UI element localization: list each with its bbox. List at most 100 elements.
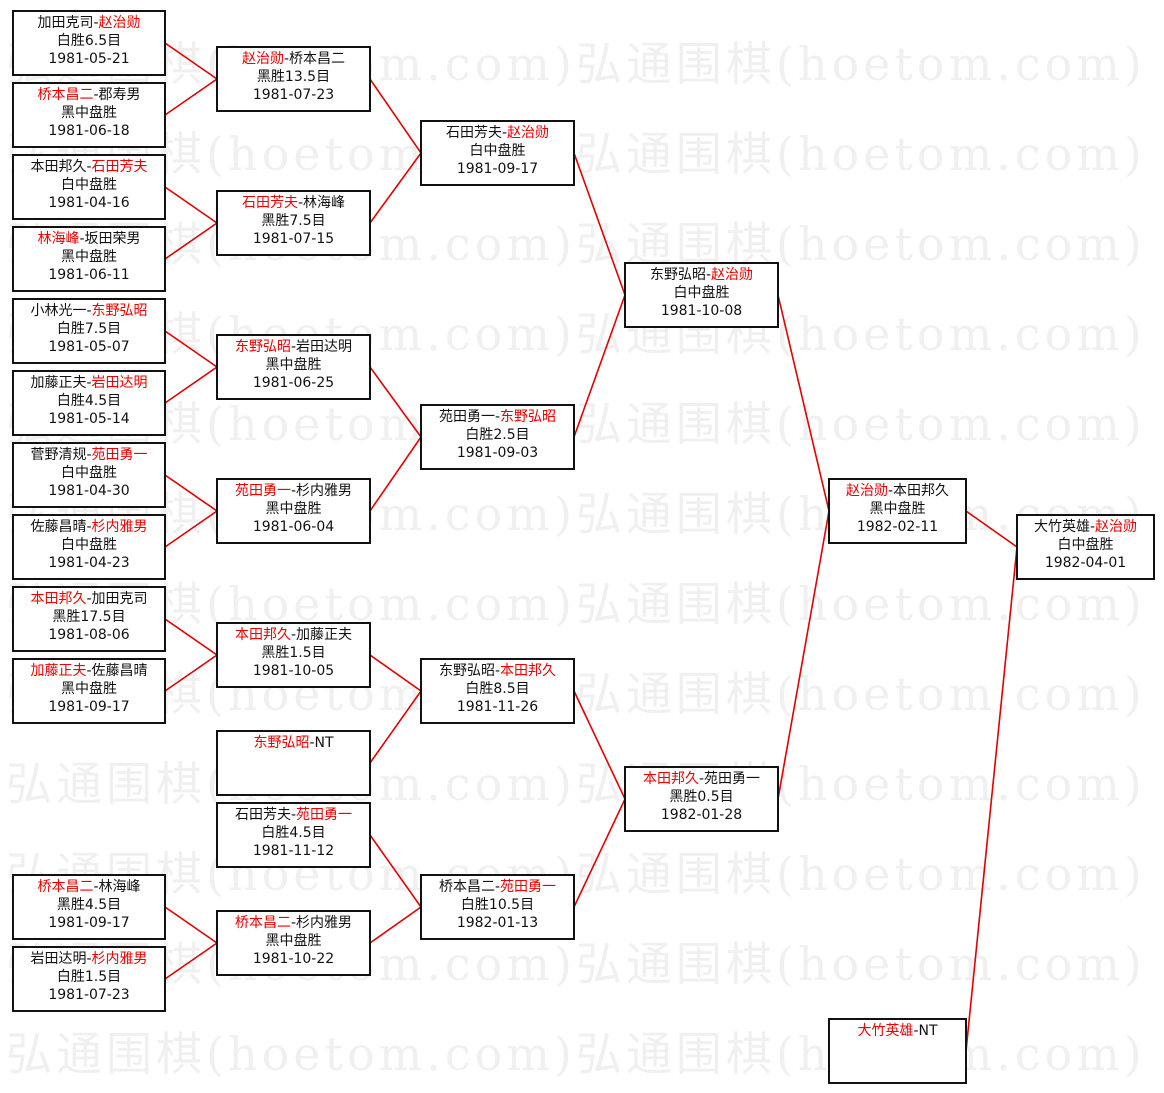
player-black: 东野弘昭 — [253, 735, 310, 751]
player-white: 赵治勋 — [711, 267, 754, 283]
match-result: 黑胜13.5目 — [256, 69, 331, 85]
connector-line — [369, 152, 422, 224]
match-players: 桥本昌二-郡寿男 — [14, 86, 164, 104]
connector-line — [369, 690, 422, 764]
connector-line — [164, 78, 218, 116]
connector-line — [369, 906, 422, 944]
match-result: 黑中盘胜 — [61, 249, 117, 265]
connector-line — [777, 510, 830, 800]
match-players: 桥本昌二-林海峰 — [14, 878, 164, 896]
connector-line — [573, 294, 626, 438]
match-date: 1981-06-11 — [48, 267, 130, 283]
match-players: 东野弘昭-NT — [218, 734, 369, 752]
connector-line — [164, 186, 218, 224]
match-date: 1981-09-17 — [48, 699, 130, 715]
player-white: 林海峰 — [303, 195, 346, 211]
player-black: 大竹英雄 — [857, 1023, 914, 1039]
player-black: 苑田勇一 — [234, 483, 291, 499]
match-box: 大竹英雄-NT — [828, 1018, 967, 1084]
match-date: 1981-06-18 — [48, 123, 130, 139]
separator: - — [705, 267, 712, 283]
connector-line — [164, 654, 218, 692]
match-date: 1981-05-21 — [48, 51, 130, 67]
match-date: 1982-02-11 — [856, 519, 939, 535]
match-players: 苑田勇一-东野弘昭 — [422, 408, 573, 426]
separator: - — [93, 879, 99, 895]
match-result: 白胜4.5目 — [261, 825, 326, 841]
match-result: 黑胜17.5目 — [52, 609, 126, 625]
separator: - — [86, 303, 92, 319]
match-players: 林海峰-坂田荣男 — [14, 230, 164, 248]
player-black: 本田邦久 — [642, 771, 699, 787]
player-white: 东野弘昭 — [91, 303, 148, 319]
separator: - — [494, 879, 501, 895]
player-black: 苑田勇一 — [438, 409, 495, 425]
player-black: 加藤正夫 — [30, 663, 87, 679]
match-players: 石田芳夫-赵治勋 — [422, 124, 573, 142]
connector-line — [965, 546, 1018, 1052]
match-players: 大竹英雄-NT — [830, 1022, 965, 1040]
player-white: 佐藤昌晴 — [91, 663, 148, 679]
match-players: 东野弘昭-本田邦久 — [422, 662, 573, 680]
player-black: 佐藤昌晴 — [30, 519, 87, 535]
player-white: 本田邦久 — [500, 663, 557, 679]
separator: - — [93, 87, 99, 103]
separator: - — [86, 519, 92, 535]
connector-line — [369, 366, 422, 438]
match-result: 黑胜4.5目 — [56, 897, 122, 913]
separator: - — [283, 51, 290, 67]
match-result: 白胜6.5目 — [56, 33, 122, 49]
connector-line — [164, 366, 218, 404]
match-box: 林海峰-坂田荣男黑中盘胜 1981-06-11 — [12, 226, 166, 292]
match-players: 本田邦久-苑田勇一 — [626, 770, 777, 788]
separator: - — [86, 663, 92, 679]
player-black: 本田邦久 — [234, 627, 291, 643]
match-date: 1982-04-01 — [1044, 555, 1127, 571]
match-result: 白中盘胜 — [469, 143, 526, 159]
separator: - — [913, 1023, 919, 1039]
match-players: 苑田勇一-杉内雅男 — [218, 482, 369, 500]
match-players: 菅野清规-苑田勇一 — [14, 446, 164, 464]
match-players: 佐藤昌晴-杉内雅男 — [14, 518, 164, 536]
player-white: 赵治勋 — [507, 125, 550, 141]
match-players: 桥本昌二-杉内雅男 — [218, 914, 369, 932]
match-players: 加藤正夫-岩田达明 — [14, 374, 164, 392]
connector-line — [573, 690, 626, 800]
connector-line — [965, 510, 1018, 548]
match-box: 东野弘昭-NT — [216, 730, 371, 796]
player-white: 赵治勋 — [1095, 519, 1138, 535]
separator: - — [86, 951, 92, 967]
connector-line — [573, 152, 626, 296]
separator: - — [494, 409, 501, 425]
connector-line — [369, 834, 422, 908]
match-result: 白胜1.5目 — [56, 969, 122, 985]
separator: - — [290, 915, 297, 931]
match-players: 石田芳夫-苑田勇一 — [218, 806, 369, 824]
separator: - — [290, 483, 297, 499]
match-players: 小林光一-东野弘昭 — [14, 302, 164, 320]
match-result: 白胜8.5目 — [465, 681, 530, 697]
player-white: 岩田达明 — [91, 375, 148, 391]
match-players: 岩田达明-杉内雅男 — [14, 950, 164, 968]
separator: - — [93, 15, 99, 31]
player-black: 桥本昌二 — [234, 915, 291, 931]
match-date: 1981-07-23 — [252, 87, 335, 103]
match-date: 1981-06-25 — [252, 375, 335, 391]
match-date: 1981-04-16 — [48, 195, 130, 211]
separator: - — [86, 447, 92, 463]
match-result: 白中盘胜 — [61, 465, 117, 481]
player-black: 东野弘昭 — [649, 267, 706, 283]
